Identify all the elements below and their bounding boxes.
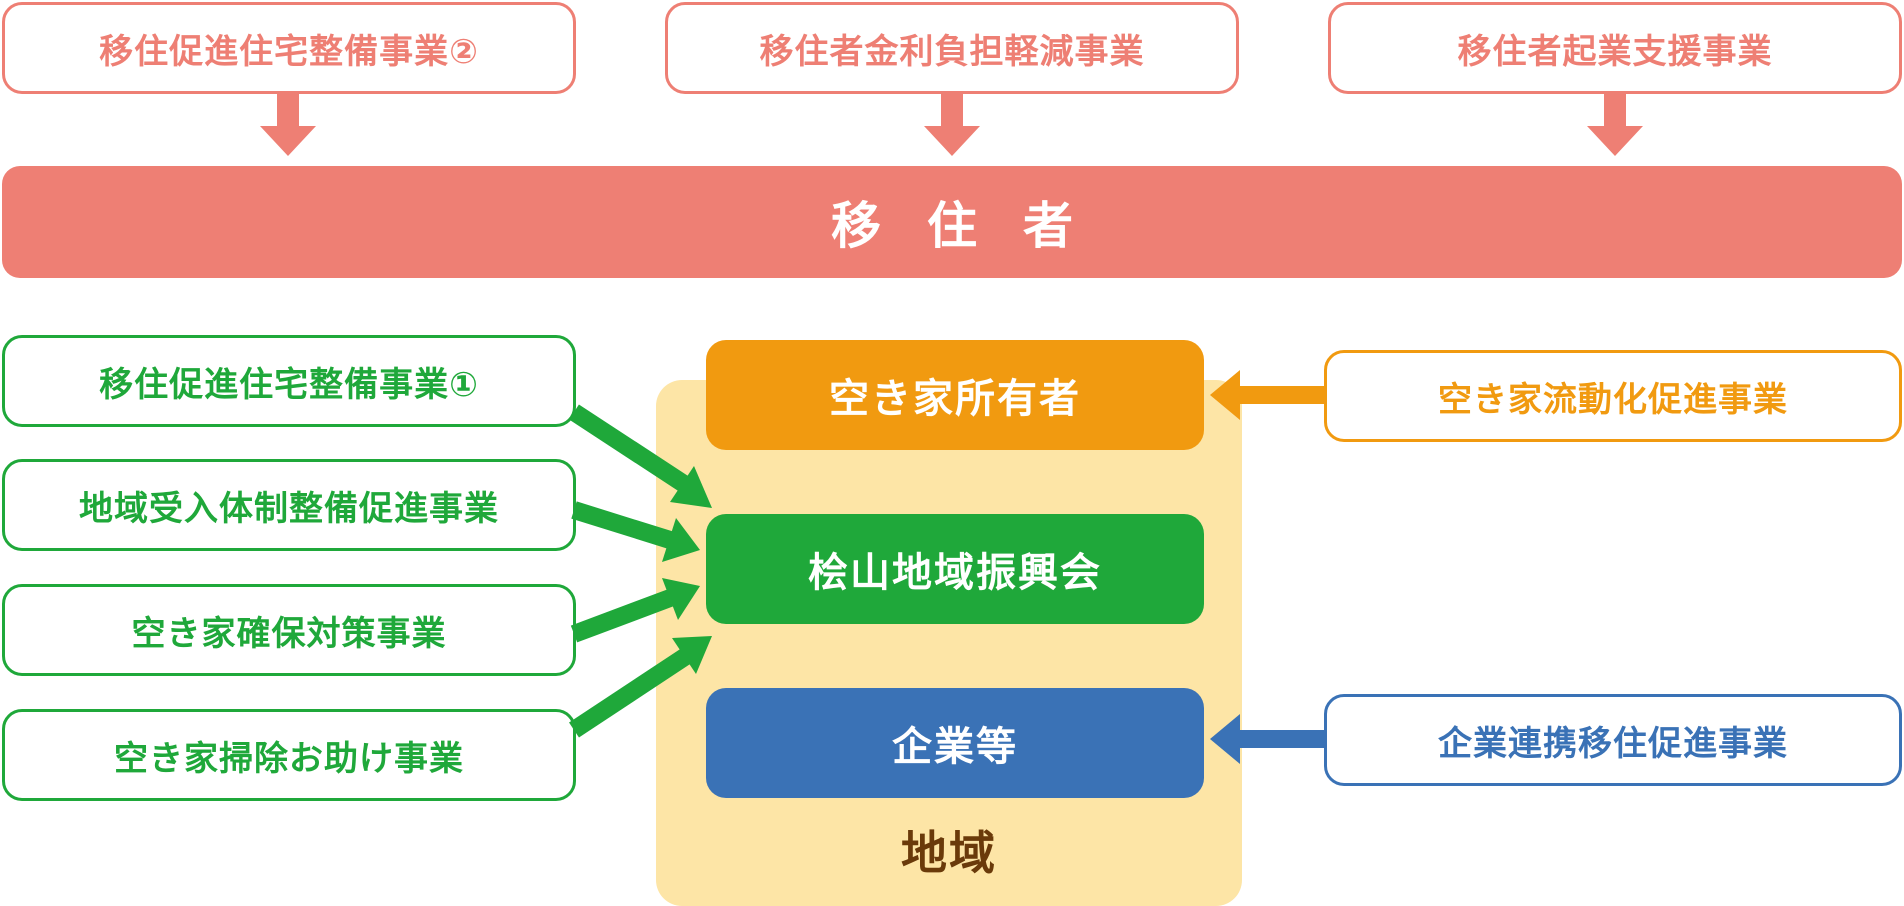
region-area	[656, 380, 1242, 906]
top-program-1: 移住促進住宅整備事業②	[2, 2, 576, 94]
companies-box: 企業等	[706, 688, 1204, 798]
left-program-4: 空き家掃除お助け事業	[2, 709, 576, 801]
migrant-banner: 移住者	[2, 166, 1902, 278]
diagonal-arrow-icon	[570, 578, 700, 643]
right-program-vacancy: 空き家流動化促進事業	[1324, 350, 1902, 442]
vacant-house-owners-box: 空き家所有者	[706, 340, 1204, 450]
region-label: 地域	[901, 826, 997, 880]
left-arrow-icon	[1210, 714, 1324, 764]
diagonal-arrow-icon	[571, 501, 700, 562]
down-arrow-icon	[1587, 94, 1643, 156]
top-program-3: 移住者起業支援事業	[1328, 2, 1902, 94]
diagonal-arrow-icon	[569, 636, 712, 738]
community-council-box: 桧山地域振興会	[706, 514, 1204, 624]
left-program-2: 地域受入体制整備促進事業	[2, 459, 576, 551]
down-arrow-icon	[924, 94, 980, 156]
down-arrow-icon	[260, 94, 316, 156]
right-program-corporate: 企業連携移住促進事業	[1324, 694, 1902, 786]
left-program-1: 移住促進住宅整備事業①	[2, 335, 576, 427]
top-program-2: 移住者金利負担軽減事業	[665, 2, 1239, 94]
left-arrow-icon	[1210, 370, 1324, 420]
diagonal-arrow-icon	[569, 404, 712, 508]
